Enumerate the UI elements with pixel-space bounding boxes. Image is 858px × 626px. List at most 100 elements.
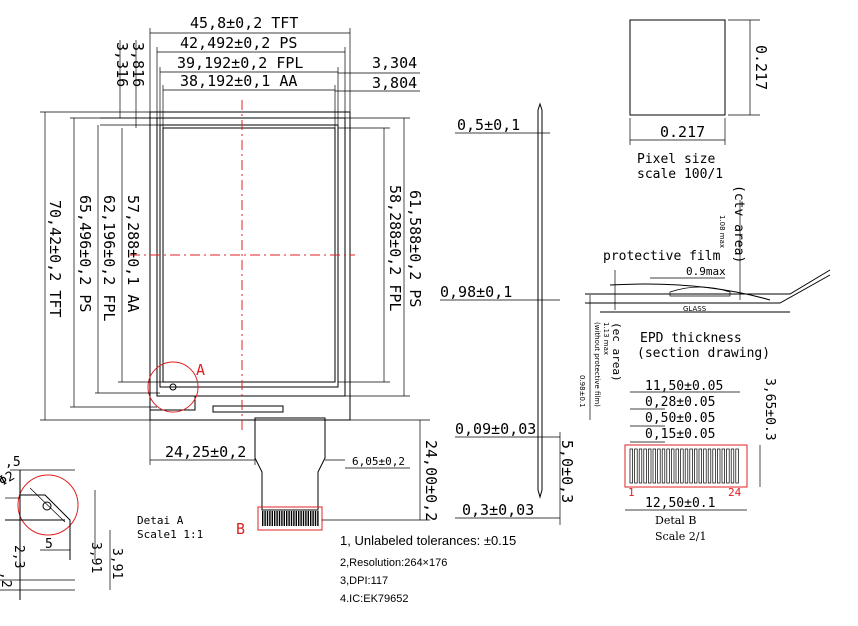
detail-b-pin [680,448,684,484]
panel-bottom-notch [150,395,196,411]
detail-b-pin [717,448,721,484]
fpc-pin [302,511,305,526]
detail-a-hole [42,501,52,511]
detail-b-pin [629,448,633,484]
detail-b-pin [698,448,702,484]
dim-fpl-height: 62,196±0,2 FPL [100,195,118,321]
pixel-height: 0.217 [752,45,770,90]
fpc-pin [262,511,264,526]
detail-a: ,5 Φ2 5 2,3 ,2 3,91 3,91 Detai A Scale1 … [0,455,203,600]
fpc-pin [295,511,297,526]
fpc-pin [266,511,269,526]
detail-b-pin [730,448,735,484]
detail-b-pin [707,448,712,484]
dim-fpc-offset: 24,25±0,2 [165,443,246,461]
glass-label: GLASS [683,305,707,313]
side-length: 5,0±0,3 [558,440,576,503]
fpc-pin [288,511,290,526]
marker-a: A [196,361,205,379]
fpc-pin [314,511,317,526]
left-dimensions: 70,42±0,2 TFT 65,496±0,2 PS 62,196±0,2 F… [40,111,163,421]
pixel-scale: scale 100/1 [637,167,723,182]
mounting-hole [169,383,177,391]
fpc-pin [283,511,285,526]
dim-tft-width: 45,8±0,2 TFT [190,14,298,32]
top-dimensions: 45,8±0,2 TFT 42,492±0,2 PS 39,192±0,2 FP… [100,14,420,128]
fpc-pin [290,511,293,526]
fpc-connector-b [257,506,323,531]
detail-b-pin [638,448,643,484]
epd-thickness-caption: EPD thickness [640,331,742,346]
main-panel-view: A [130,100,355,430]
detail-b-pin [661,448,666,484]
fpc-pin [271,511,273,526]
fpc-pin [305,511,307,526]
detail-a-dim-7: 3,91 [109,548,124,579]
section-drawing-caption: (section drawing) [637,346,770,361]
dim-left-a: 3,816 [129,42,147,87]
detail-b-pin [666,448,670,484]
detail-a-dim-6: 3,91 [88,542,103,573]
dim-ps-width: 42,492±0,2 PS [180,34,297,52]
note-4: 4.IC:EK79652 [340,593,409,605]
dim-aa-width: 38,192±0,1 AA [180,72,297,90]
bottom-dimensions: 24,25±0,2 6,05±0,2 24,00±0,2 [149,419,440,521]
section-thickness: 0.98±0.1 [578,375,586,408]
detail-b-dim-5: 12,50±0.1 [645,496,715,511]
pixel-caption: Pixel size [637,152,715,167]
max-108: 1.08 max [718,215,726,248]
dim-right-a: 3,304 [372,54,417,72]
pin-first-label: 1 [628,486,635,499]
detail-b-pin [689,448,693,484]
fpc-pin [307,511,309,526]
dim-tft-height: 70,42±0,2 TFT [46,200,64,317]
dim-ps-height: 65,496±0,2 PS [76,195,94,312]
marker-b: B [236,520,245,538]
detail-a-dim-4: 2,3 [11,545,26,568]
section-hatch [669,286,731,297]
fpc-pin [276,511,278,526]
detail-b-dim-2: 0,28±0.05 [645,395,715,410]
detail-b-pin [671,448,675,484]
detail-a-dim-5: ,2 [0,572,13,588]
detail-b-pin [643,448,647,484]
side-view: 0,5±0,1 0,98±0,1 0,09±0,03 0,3±0,03 5,0±… [440,102,576,525]
ps-outline [156,117,346,397]
note-3: 3,DPI:117 [340,575,388,587]
detail-b: 11,50±0.05 0,28±0.05 0,50±0.05 0,15±0.05… [624,378,777,543]
fpc-pin [317,511,319,526]
side-thickness-2: 0,98±0,1 [440,283,512,301]
without-film-label: (without protective film) [593,322,601,407]
detail-b-dim-3: 0,50±0.05 [645,411,715,426]
detail-b-frame [624,444,748,488]
side-thickness-4: 0,3±0,03 [462,501,534,519]
detail-b-dim-4: 0,15±0.05 [645,427,715,442]
right-dimensions: 58,288±0,2 FPL 61,588±0,2 PS [338,117,424,397]
detail-b-dim-6: 3,65±0.3 [762,378,777,441]
fpc-outline [254,417,326,511]
notes: 1, Unlabeled tolerances: ±0.15 2,Resolut… [340,533,516,605]
detail-b-pin [694,448,698,484]
side-thickness-3: 0,09±0,03 [455,420,536,438]
fpl-outline [159,124,339,388]
detail-b-pin [675,448,679,484]
fpc-pin [281,511,283,526]
detail-b-pin [648,448,652,484]
detail-b-pin [726,448,730,484]
detail-a-title: Detai A [137,514,184,527]
ec-area-label: (ec area) [610,322,623,382]
dim-left-b: 3,316 [113,42,131,87]
fpc-pin [300,511,302,526]
pixel-size: 0.217 0.217 Pixel size scale 100/1 [629,19,770,182]
dim-aa-height: 57,288±0,1 AA [124,195,142,312]
max-113: 1.13 max [602,322,610,355]
detail-b-pin [634,448,638,484]
fpc-pins [262,511,319,526]
detail-b-dim-1: 11,50±0.05 [645,379,723,394]
pixel-square [629,19,726,116]
detail-b-pin [712,448,716,484]
section-drawing: protective film 0.9max GLASS (ctv area) … [578,185,831,420]
dim-right-b: 3,804 [372,74,417,92]
detail-b-pin [735,448,739,484]
note-1: 1, Unlabeled tolerances: ±0.15 [340,533,516,548]
